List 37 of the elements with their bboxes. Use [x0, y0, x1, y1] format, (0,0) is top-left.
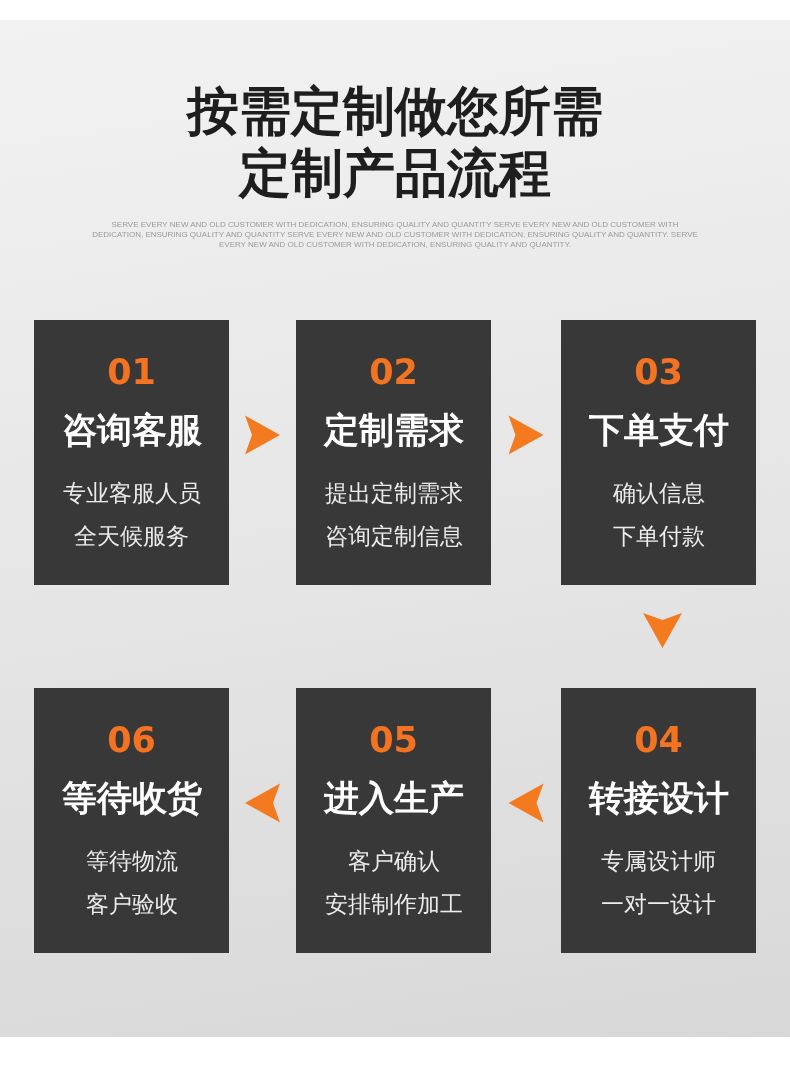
step-card — [561, 688, 756, 953]
step-title: 等待收货 — [60, 777, 203, 820]
step-description: 确认信息 — [611, 479, 706, 508]
title: 按需定制做您所需定制产品流程 — [185, 80, 604, 204]
step-description: 专业客服人员 — [61, 479, 202, 508]
step-card — [34, 688, 229, 953]
step-description: 等待物流 — [84, 847, 179, 876]
step-number: 05 — [368, 720, 419, 760]
arrow — [245, 415, 280, 455]
step-number: 02 — [368, 352, 419, 392]
step-description: 客户验收 — [84, 890, 179, 919]
subtitle-text: SERVE EVERY NEW AND OLD CUSTOMER WITH DEDICATION, ENSURING QUALITY AND QUANTITY SERVE EVERY NEW AND OLD CUSTOMER WITH DEDICATION, ENSURING QUALITY AND QUANTITY SERVE EVERY NEW AND OLD CUSTOMER WITH DEDICATION, ENSURING QUALITY AND QUANTITY. SERVE EVERY NEW AND OLD CUSTOMER WITH DEDICATION, ENSURING QUALITY AND QUANTITY. — [91, 220, 699, 250]
arrow — [508, 783, 544, 823]
step-card — [34, 320, 229, 585]
step-number: 03 — [633, 352, 684, 392]
step-title: 转接设计 — [587, 777, 730, 820]
step-description: 专属设计师 — [600, 847, 717, 876]
step-number: 04 — [633, 720, 684, 760]
step-number: 06 — [106, 720, 157, 760]
step-description: 提出定制需求 — [323, 479, 464, 508]
step-card — [561, 320, 756, 585]
arrow — [245, 783, 280, 823]
step-title: 下单支付 — [587, 409, 730, 452]
step-title: 定制需求 — [322, 409, 465, 452]
arrow — [508, 415, 544, 455]
step-description: 一对一设计 — [600, 890, 717, 919]
step-description: 全天候服务 — [73, 522, 190, 551]
step-number: 01 — [106, 352, 157, 392]
step-title: 进入生产 — [322, 777, 465, 820]
step-description: 客户确认 — [346, 847, 441, 876]
step-card — [296, 320, 491, 585]
step-description: 安排制作加工 — [323, 890, 464, 919]
step-description: 下单付款 — [611, 522, 706, 551]
step-card — [296, 688, 491, 953]
step-description: 咨询定制信息 — [323, 522, 464, 551]
step-title: 咨询客服 — [60, 409, 203, 452]
arrow — [643, 613, 682, 648]
